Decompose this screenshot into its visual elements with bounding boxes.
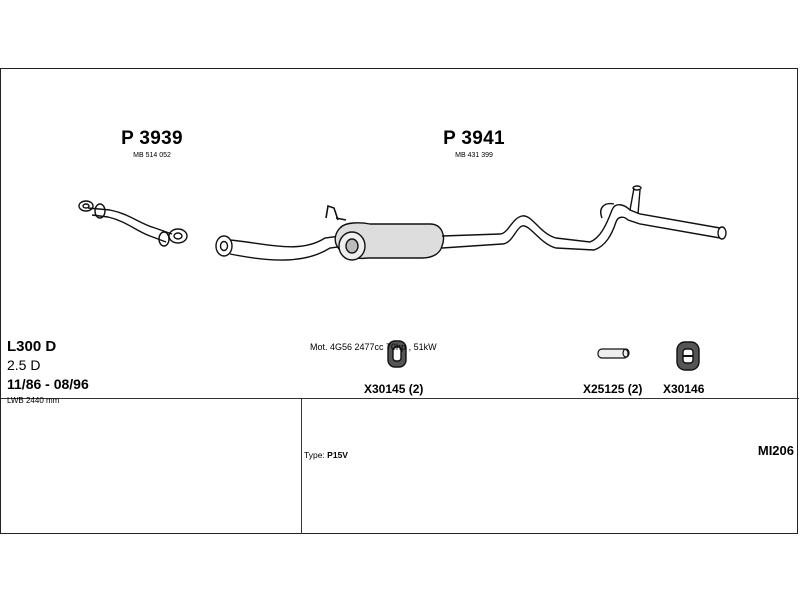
vertical-divider bbox=[301, 398, 302, 534]
type-label: Type: bbox=[304, 450, 325, 460]
vehicle-years: 11/86 - 08/96 bbox=[7, 376, 89, 392]
part-number: P 3939 bbox=[121, 128, 183, 149]
rear-section-drawing bbox=[215, 185, 727, 261]
part-label-front-pipe: P 3939 MB 514 052 bbox=[112, 128, 192, 159]
part-label-rear-section: P 3941 MB 431 399 bbox=[434, 128, 514, 159]
tail-stub-top bbox=[632, 185, 642, 191]
catalog-code: MI206 bbox=[757, 443, 794, 458]
rear-inlet-flange bbox=[215, 235, 233, 257]
tail-stub bbox=[629, 187, 641, 215]
vehicle-wheelbase: LWB 2440 mm bbox=[7, 396, 60, 405]
rear-inlet-flange-inner bbox=[219, 240, 229, 252]
accessory-label-x25125: X25125 (2) bbox=[583, 382, 643, 396]
muffler-end-inner bbox=[345, 238, 359, 254]
accessory-x30145-drawing bbox=[387, 340, 407, 368]
horizontal-divider bbox=[1, 398, 799, 399]
front-pipe-flange-right2 bbox=[158, 231, 170, 247]
front-pipe-drawing bbox=[78, 200, 188, 247]
tail-outlet bbox=[717, 226, 727, 240]
accessory-label-x30145: X30145 (2) bbox=[364, 382, 424, 396]
part-reference: MB 431 399 bbox=[455, 152, 493, 159]
type-line: Type: P15V bbox=[304, 450, 348, 460]
accessory-x25125-drawing bbox=[597, 348, 630, 359]
type-value: P15V bbox=[327, 450, 348, 460]
front-pipe-body-lower bbox=[91, 214, 167, 243]
front-pipe-flange-right-inner bbox=[173, 232, 183, 240]
exhaust-diagram bbox=[78, 185, 727, 371]
tail-hook bbox=[600, 202, 615, 219]
part-reference: MB 514 052 bbox=[133, 152, 171, 159]
front-pipe-flange-right bbox=[168, 228, 188, 244]
vehicle-engine: 2.5 D bbox=[7, 357, 41, 373]
inlet-pipe bbox=[229, 235, 341, 248]
front-pipe-flange-left-inner bbox=[82, 203, 90, 209]
part-number: P 3941 bbox=[443, 128, 505, 149]
front-pipe-body bbox=[87, 207, 173, 235]
front-pipe-flange-mid bbox=[94, 203, 106, 219]
front-pipe-flange-left bbox=[78, 200, 94, 212]
hanger-bracket bbox=[325, 204, 347, 221]
vehicle-model: L300 D bbox=[7, 338, 57, 355]
vehicle-info: L300 D 2.5 D 11/86 - 08/96 LWB 2440 mm bbox=[7, 338, 89, 405]
tail-pipe-lower bbox=[441, 216, 721, 251]
accessory-label-x30146: X30146 bbox=[663, 382, 705, 396]
accessory-x30146-drawing bbox=[676, 341, 700, 371]
inlet-pipe-lower bbox=[229, 245, 346, 261]
diagram-frame bbox=[0, 68, 799, 534]
tail-pipe bbox=[441, 204, 721, 243]
motor-spec: Mot. 4G56 2477cc 70hp , 51kW bbox=[310, 342, 437, 352]
